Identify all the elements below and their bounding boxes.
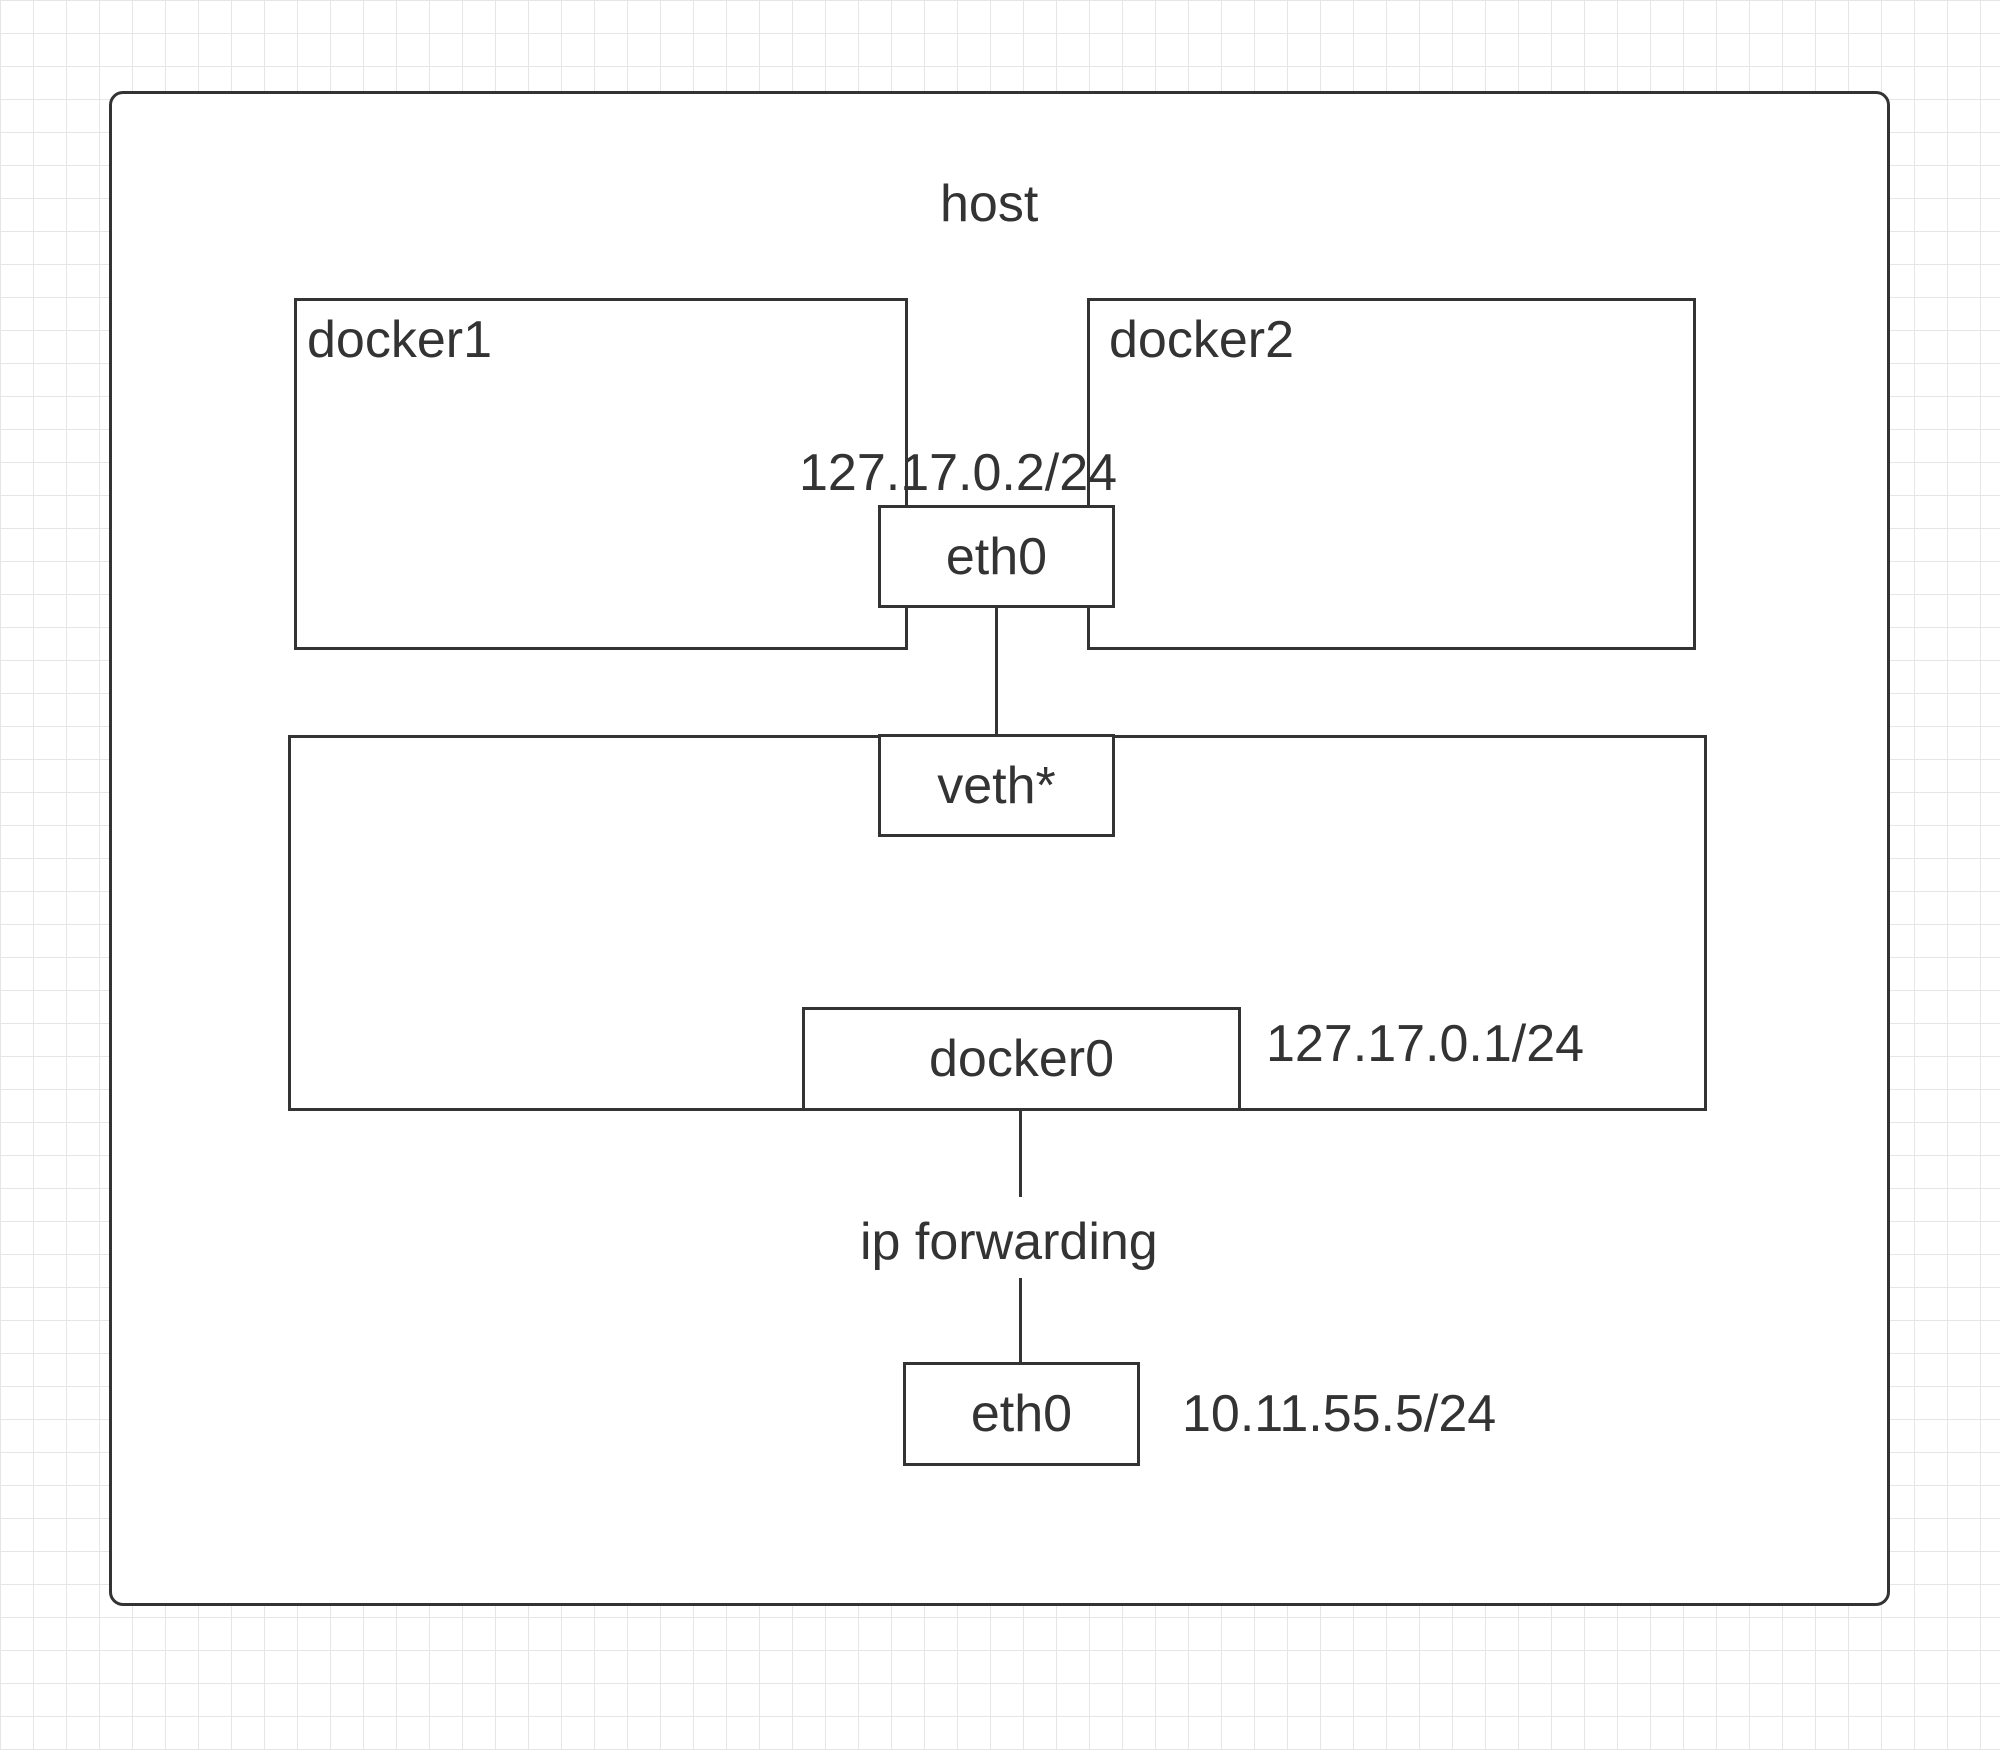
eth0-veth-link [995,607,998,737]
host-eth0-box: eth0 [903,1362,1140,1466]
docker0-forwarding-link [1019,1110,1022,1197]
docker0-ip: 127.17.0.1/24 [1266,1015,1585,1073]
forwarding-eth0-link [1019,1278,1022,1364]
container-eth0-ip: 127.17.0.2/24 [799,444,1118,502]
container-eth0-box: eth0 [878,505,1115,608]
docker2-label: docker2 [1109,311,1294,369]
docker1-label: docker1 [307,311,492,369]
docker2-box [1087,298,1696,650]
docker0-box: docker0 [802,1007,1241,1111]
docker1-box [294,298,908,650]
host-eth0-ip: 10.11.55.5/24 [1182,1385,1497,1443]
ip-forwarding-label: ip forwarding [860,1213,1158,1271]
veth-box: veth* [878,734,1115,837]
host-label: host [940,175,1039,233]
